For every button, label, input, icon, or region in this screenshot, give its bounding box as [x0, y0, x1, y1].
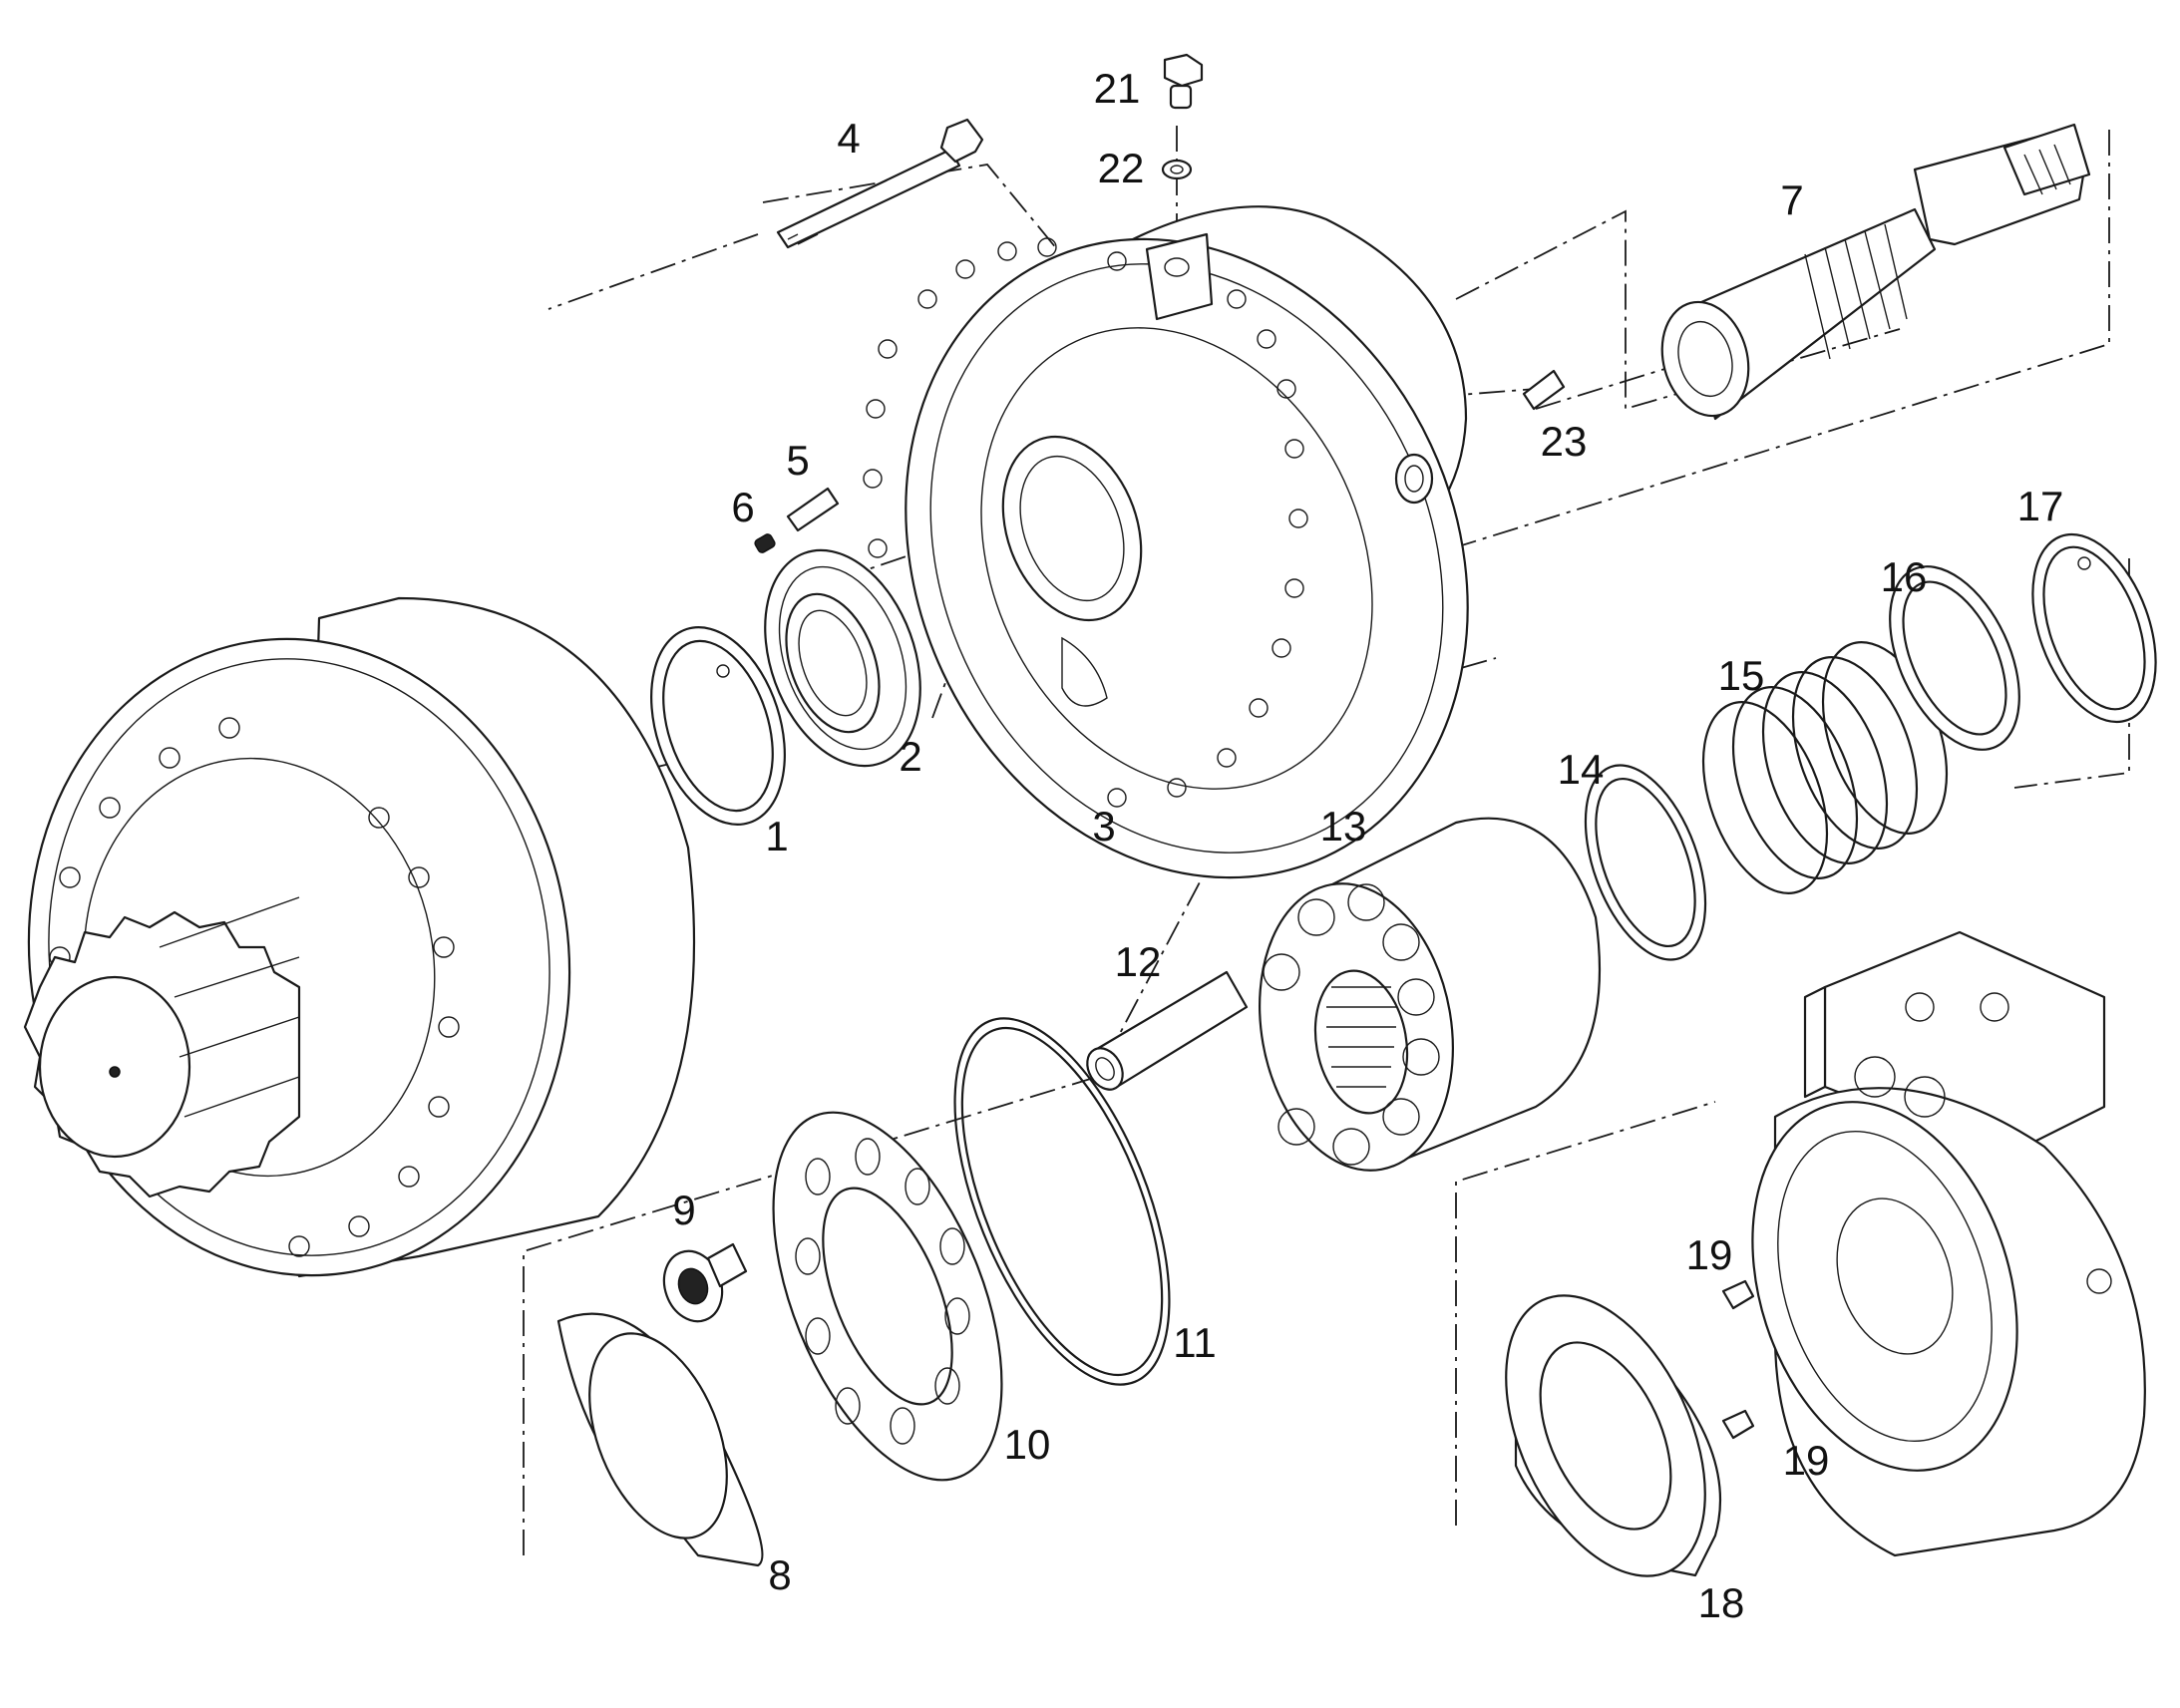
plug-part-21 — [1163, 53, 1204, 110]
circlip-part-17 — [2031, 532, 2157, 724]
pin-part-19-upper — [1721, 1279, 1755, 1310]
label-part-7: 7 — [1780, 176, 1803, 223]
label-part-15: 15 — [1718, 652, 1765, 699]
screw-part-6 — [754, 533, 776, 553]
label-part-2: 2 — [899, 733, 921, 780]
label-part-1: 1 — [765, 813, 788, 859]
label-part-11: 11 — [1173, 1319, 1217, 1366]
ring-part-14 — [1584, 764, 1707, 961]
part-labels: 1 2 3 4 5 6 7 8 9 10 11 12 13 14 15 16 1… — [672, 65, 2063, 1626]
label-part-21: 21 — [1094, 65, 1141, 112]
cylinder-block-part-13 — [1259, 817, 1602, 1172]
label-part-18: 18 — [1698, 1579, 1745, 1626]
drive-unit — [23, 596, 696, 1278]
valve-plate-part-18 — [1505, 1294, 1722, 1577]
washer-part-22 — [1161, 159, 1193, 180]
cylinder-bores — [1263, 883, 1440, 1166]
label-part-5: 5 — [786, 437, 809, 484]
label-part-19-upper: 19 — [1686, 1231, 1733, 1278]
port-block — [1751, 930, 2146, 1557]
washer-part-16 — [1889, 565, 2020, 751]
retainer-plate-part-10 — [772, 1111, 1003, 1482]
bearing-part-2 — [764, 548, 921, 768]
label-part-6: 6 — [731, 484, 754, 530]
label-part-9: 9 — [672, 1187, 695, 1233]
spring-part-15 — [1701, 641, 1949, 894]
ring-part-11 — [953, 1017, 1171, 1386]
label-part-8: 8 — [768, 1551, 791, 1598]
label-part-14: 14 — [1558, 746, 1605, 793]
label-part-19-lower: 19 — [1783, 1437, 1830, 1484]
bolt-part-4 — [776, 118, 984, 249]
housing-bolt-holes — [863, 237, 1308, 808]
retainer-holes — [795, 1138, 970, 1445]
label-part-17: 17 — [2017, 483, 2064, 529]
label-part-12: 12 — [1115, 938, 1162, 985]
label-part-23: 23 — [1541, 418, 1588, 465]
shaft-part-7 — [1660, 123, 2091, 421]
label-part-3: 3 — [1092, 803, 1115, 850]
label-part-16: 16 — [1881, 553, 1928, 600]
drive-unit-bolt-holes — [49, 717, 460, 1257]
swash-plate-part-8 — [556, 1312, 764, 1567]
housing-part-3 — [863, 205, 1469, 879]
pin-part-23 — [1522, 369, 1566, 411]
pin-part-5 — [786, 487, 840, 532]
pivot-part-9 — [662, 1242, 748, 1323]
sleeve-part-12 — [1086, 970, 1249, 1091]
circlip-part-1 — [650, 626, 786, 826]
pin-part-19-lower — [1721, 1409, 1755, 1440]
label-part-4: 4 — [837, 115, 860, 162]
label-part-13: 13 — [1320, 803, 1367, 850]
label-part-22: 22 — [1098, 145, 1145, 191]
label-part-10: 10 — [1004, 1421, 1051, 1468]
